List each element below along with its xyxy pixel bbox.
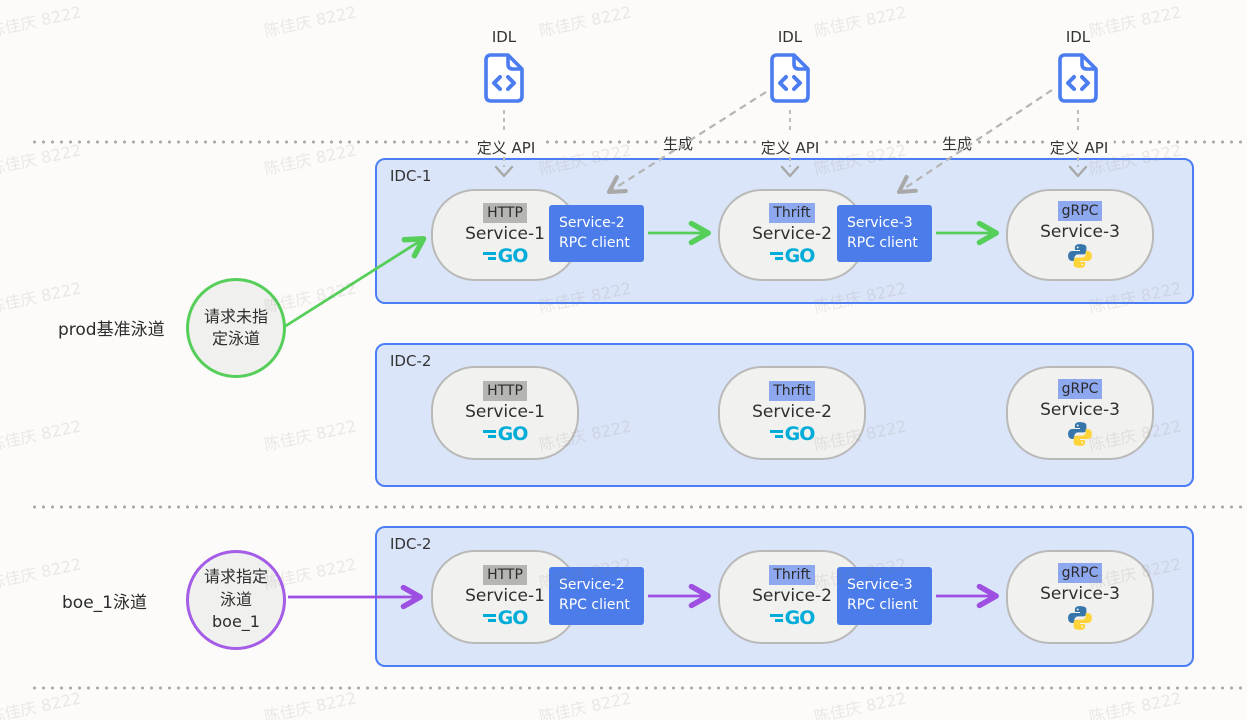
protocol-tag: Thrift xyxy=(769,203,815,223)
go-logo-icon: GO xyxy=(482,607,528,629)
watermark: 陈佳庆 8222 xyxy=(262,416,359,455)
service-name: Service-3 xyxy=(1040,222,1120,242)
python-logo-icon xyxy=(1068,422,1092,446)
service-name: Service-2 xyxy=(752,402,832,422)
protocol-tag: HTTP xyxy=(483,565,527,585)
prod-lane-label: prod基准泳道 xyxy=(58,320,165,340)
python-logo-icon xyxy=(1068,606,1092,630)
idl-label: IDL xyxy=(491,28,517,46)
go-logo-icon: GO xyxy=(482,245,528,267)
lane-separator xyxy=(30,505,1247,509)
rpc-client-box: Service-2 RPC client xyxy=(549,567,644,625)
idl-document-icon xyxy=(770,53,810,103)
go-logo-icon: GO xyxy=(769,423,815,445)
lane-separator xyxy=(30,686,1247,690)
generate-label: 生成 xyxy=(936,133,978,154)
idc1-box: IDC-1 HTTP Service-1 GO Service-2 RPC cl… xyxy=(375,158,1194,304)
watermark: 陈佳庆 8222 xyxy=(537,2,634,41)
service-node: HTTP Service-1 GO xyxy=(431,189,579,281)
go-logo-icon: GO xyxy=(769,245,815,267)
request-no-lane-circle: 请求未指 定泳道 xyxy=(186,278,286,378)
service-name: Service-3 xyxy=(1040,400,1120,420)
service-name: Service-3 xyxy=(1040,584,1120,604)
idc-box-title: IDC-1 xyxy=(390,167,432,185)
define-api-label: 定义 API xyxy=(755,137,825,158)
idl-file-1: IDL xyxy=(459,28,549,108)
service-name: Service-1 xyxy=(465,402,545,422)
service-node: HTTP Service-1 GO xyxy=(431,366,579,460)
protocol-tag: HTTP xyxy=(483,381,527,401)
watermark: 陈佳庆 8222 xyxy=(0,416,84,455)
idl-file-3: IDL xyxy=(1033,28,1123,108)
idc2-bottom-box: IDC-2 HTTP Service-1 GO Service-2 RPC cl… xyxy=(375,526,1194,667)
protocol-tag: Thrift xyxy=(769,565,815,585)
idl-file-2: IDL xyxy=(745,28,835,108)
generate-label: 生成 xyxy=(657,133,699,154)
service-name: Service-1 xyxy=(465,224,545,244)
idc-box-title: IDC-2 xyxy=(390,352,432,370)
protocol-tag: gRPC xyxy=(1057,201,1103,221)
service-name: Service-2 xyxy=(752,586,832,606)
rpc-client-box: Service-3 RPC client xyxy=(837,567,932,625)
watermark: 陈佳庆 8222 xyxy=(0,2,84,41)
idc2-middle-box: IDC-2 HTTP Service-1 GO Thrfit Service-2… xyxy=(375,343,1194,487)
idl-document-icon xyxy=(1058,53,1098,103)
idl-document-icon xyxy=(484,53,524,103)
watermark: 陈佳庆 8222 xyxy=(262,2,359,41)
python-logo-icon xyxy=(1068,244,1092,268)
idl-label: IDL xyxy=(777,28,803,46)
service-node: gRPC Service-3 xyxy=(1006,550,1154,644)
protocol-tag: gRPC xyxy=(1057,563,1103,583)
rpc-client-box: Service-3 RPC client xyxy=(837,205,932,262)
service-node: gRPC Service-3 xyxy=(1006,366,1154,460)
go-logo-icon: GO xyxy=(482,423,528,445)
boe1-lane-label: boe_1泳道 xyxy=(62,593,147,613)
protocol-tag: gRPC xyxy=(1057,379,1103,399)
service-node: gRPC Service-3 xyxy=(1006,189,1154,281)
protocol-tag: Thrfit xyxy=(769,381,815,401)
idl-label: IDL xyxy=(1065,28,1091,46)
idc-box-title: IDC-2 xyxy=(390,535,432,553)
service-name: Service-2 xyxy=(752,224,832,244)
request-boe1-lane-circle: 请求指定 泳道 boe_1 xyxy=(186,550,286,650)
rpc-client-box: Service-2 RPC client xyxy=(549,205,644,262)
service-name: Service-1 xyxy=(465,586,545,606)
service-node: Thrift Service-2 GO xyxy=(718,189,866,281)
go-logo-icon: GO xyxy=(769,607,815,629)
service-node: Thrfit Service-2 GO xyxy=(718,366,866,460)
watermark: 陈佳庆 8222 xyxy=(0,278,84,317)
protocol-tag: HTTP xyxy=(483,203,527,223)
define-api-label: 定义 API xyxy=(1044,137,1114,158)
define-api-label: 定义 API xyxy=(471,137,541,158)
